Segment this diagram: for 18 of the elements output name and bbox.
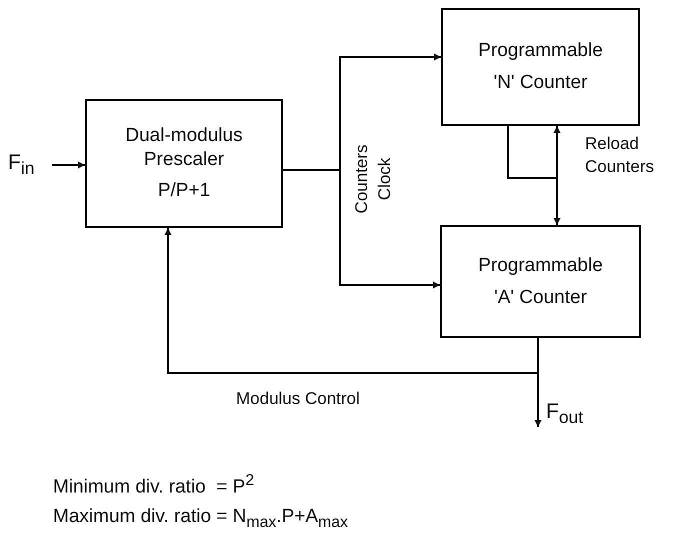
- formula-text: Minimum div. ratio = P$^{2}$: [53, 472, 254, 498]
- block-text: Programmable: [478, 39, 603, 63]
- block-text: Programmable: [478, 254, 603, 278]
- block-text: 'A' Counter: [494, 286, 587, 310]
- signal-label: F$_{in}$: [8, 150, 34, 180]
- block-text: 'N' Counter: [494, 71, 588, 95]
- formula-text: Maximum div. ratio = N$_{max}$.P+A$_{max}$: [53, 506, 348, 532]
- block-box: [441, 8, 640, 126]
- signal-label: F$_{out}$: [546, 400, 584, 428]
- arrow: [164, 228, 539, 374]
- block-box: [85, 99, 283, 228]
- block-text: Dual-modulus Prescaler: [124, 124, 244, 172]
- signal-label: Counters Clock: [351, 144, 395, 214]
- block-text: P/P+1: [158, 179, 210, 204]
- block-box: [440, 225, 641, 338]
- arrow: [52, 162, 85, 168]
- arrow: [283, 169, 440, 288]
- arrow: [554, 126, 560, 225]
